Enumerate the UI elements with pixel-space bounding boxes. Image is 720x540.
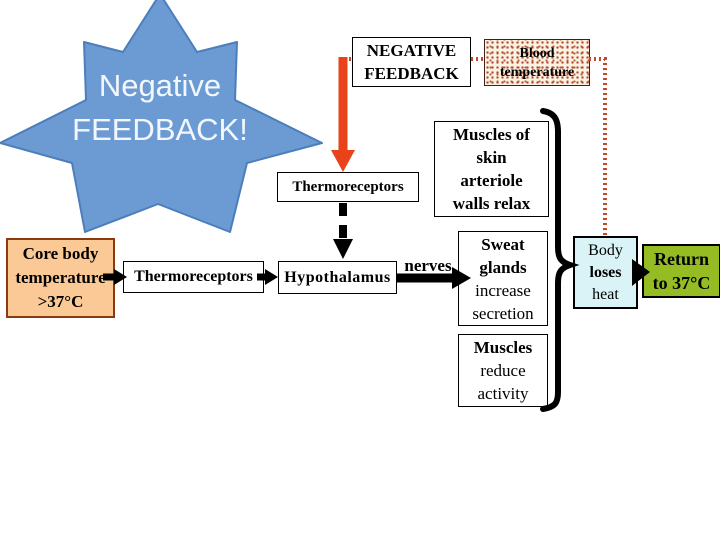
box-text-line: Sweat	[481, 234, 525, 254]
muscles-skin-arteriole-box: Muscles of skin arteriole walls relax	[434, 121, 549, 217]
thermoreceptors-top-box: Thermoreceptors	[277, 172, 419, 202]
starburst-shape	[0, 0, 323, 233]
box-text-line: Blood	[519, 45, 555, 61]
muscles-reduce-activity-box: Muscles reduce activity	[458, 334, 548, 407]
box-text-line: temperature	[15, 268, 106, 287]
box-text-line: increase	[475, 280, 531, 300]
starburst-label-line2: FEEDBACK!	[72, 112, 248, 147]
body-loses-heat-box: Body loses heat	[573, 236, 638, 309]
box-text-line: reduce	[480, 361, 526, 380]
box-text-line: loses	[589, 263, 622, 281]
box-text-line: to 37°C	[652, 273, 711, 293]
blood-temperature-box: Blood temperature	[484, 39, 590, 86]
box-text-line: Thermoreceptors	[292, 178, 404, 195]
box-text-line: Return	[654, 249, 709, 269]
box-text-line: NEGATIVE	[366, 41, 457, 60]
box-text-line: Thermoreceptors	[134, 268, 253, 285]
box-text-line: Core body	[22, 244, 99, 263]
hypothalamus-box: Hypothalamus	[278, 261, 397, 294]
negative-feedback-box: NEGATIVE FEEDBACK	[352, 37, 471, 87]
box-text-line: glands	[479, 257, 527, 277]
box-text-line: arteriole	[460, 171, 523, 190]
thermoreceptors-mid-box: Thermoreceptors	[123, 261, 264, 293]
box-text-line: skin	[476, 148, 507, 167]
box-text-line: activity	[477, 384, 529, 403]
box-text-line: walls relax	[452, 194, 531, 213]
return-to-37c-box: Return to 37°C	[642, 244, 720, 298]
box-text-line: Muscles	[473, 338, 533, 357]
box-text-line: Muscles of	[453, 125, 530, 144]
starburst-label: Negative FEEDBACK!	[8, 64, 312, 152]
box-text-line: FEEDBACK	[364, 64, 459, 83]
starburst-label-line1: Negative	[98, 68, 222, 103]
box-text-line: Body	[588, 241, 623, 259]
box-text-line: >37°C	[37, 292, 84, 311]
box-text-line: secretion	[472, 303, 534, 323]
sweat-glands-box: Sweat glands increase secretion	[458, 231, 548, 326]
nerves-label: nerves	[404, 256, 452, 275]
box-text-line: Hypothalamus	[284, 268, 391, 286]
core-body-temperature-box: Core body temperature >37°C	[6, 238, 115, 318]
box-text-line: heat	[592, 285, 619, 303]
box-text-line: temperature	[499, 64, 575, 80]
